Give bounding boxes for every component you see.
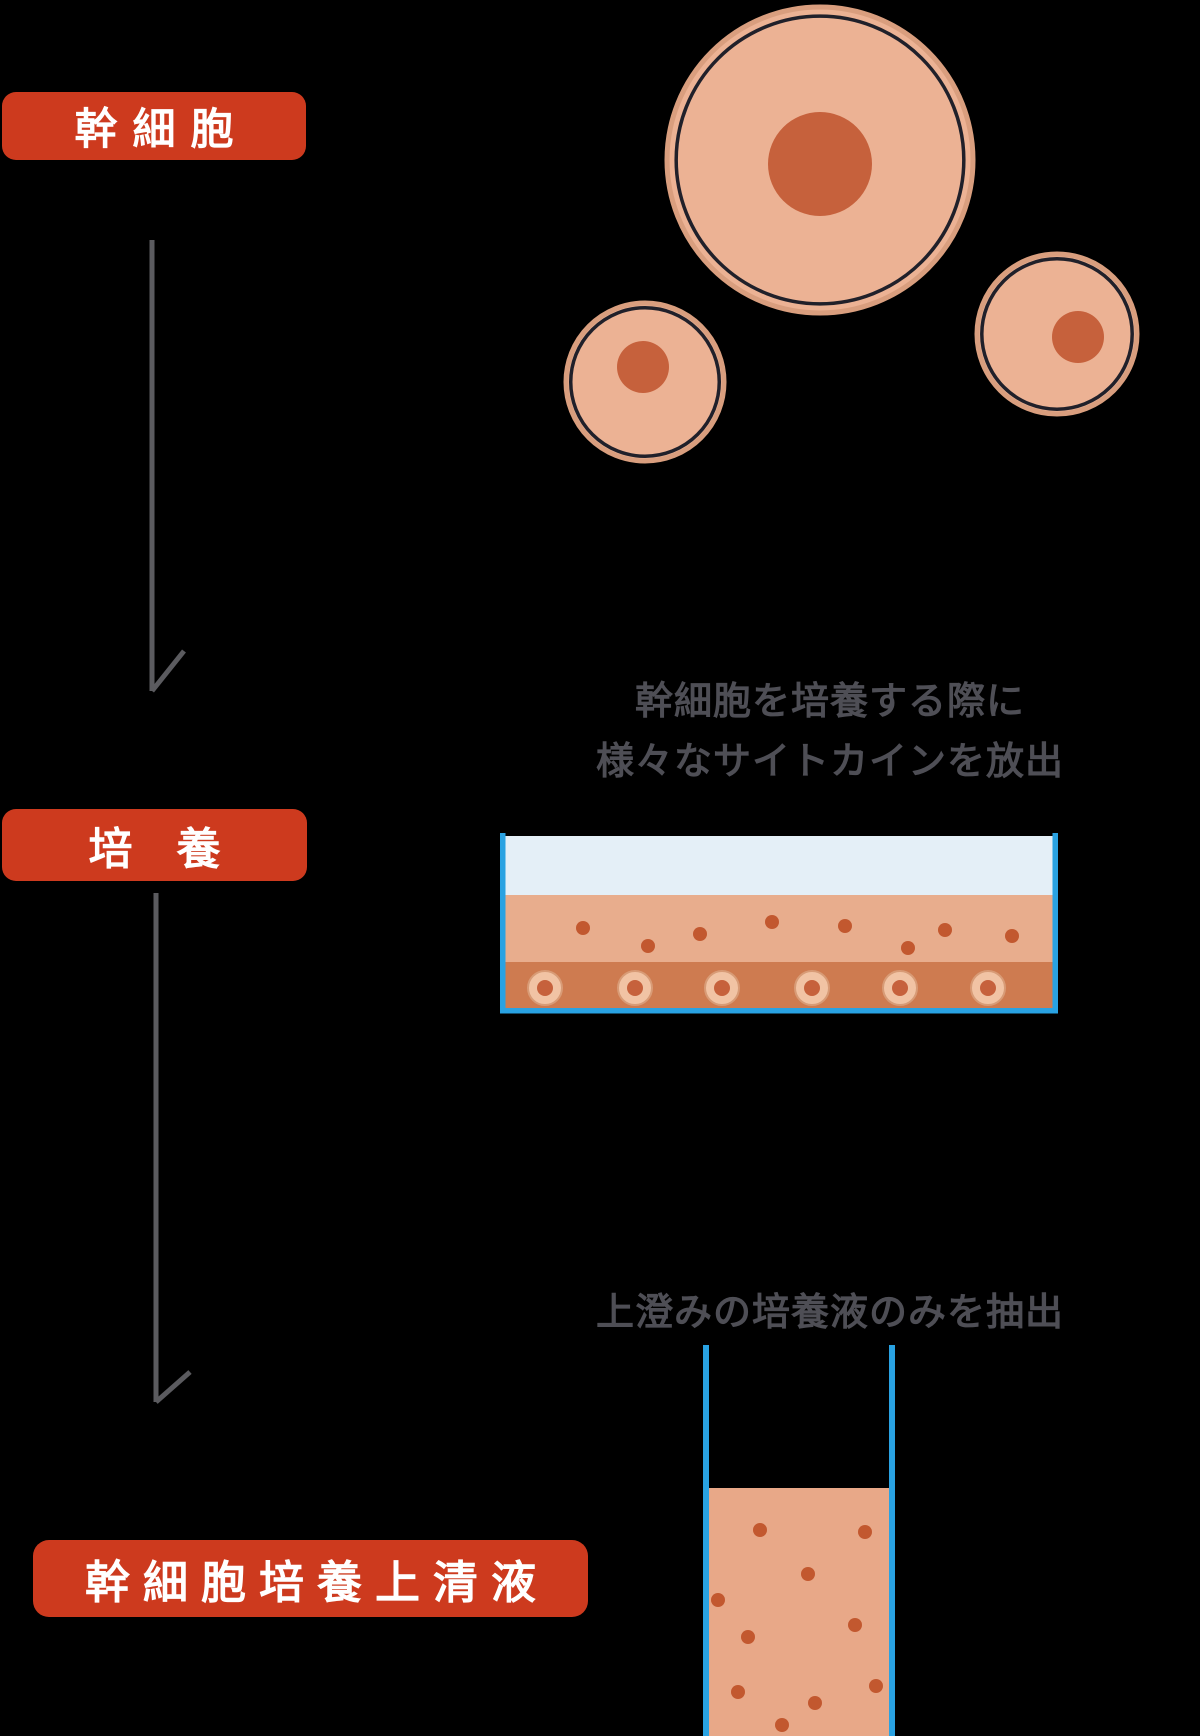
- beaker-cytokine-dots: [711, 1523, 883, 1732]
- dish-medium-layer: [505, 836, 1053, 895]
- beaker-liquid: [708, 1488, 890, 1736]
- culture-label: 培 養: [2, 809, 307, 881]
- stem-cell-label: 幹細胞: [2, 92, 306, 160]
- dish-stem-cells: [527, 970, 1006, 1006]
- dish-bottom-wall: [500, 1008, 1058, 1014]
- dish-upper-cell-layer: [505, 895, 1053, 962]
- cytokine-note-line1: 幹細胞を培養する際に: [634, 681, 1025, 723]
- beaker-right-wall: [889, 1345, 895, 1736]
- dish-cytokine-dots: [576, 915, 1019, 955]
- dish-lower-cell-layer: [505, 962, 1053, 1008]
- flow-arrow-1: [149, 240, 186, 693]
- flow-arrow-2: [153, 893, 192, 1404]
- dish-left-wall: [500, 833, 506, 1013]
- cytokine-note: 幹細胞を培養する際に 様々なサイトカインを放出: [520, 672, 1140, 792]
- extract-note: 上澄みの培養液のみを抽出: [595, 1292, 1064, 1334]
- dish-right-wall: [1052, 833, 1058, 1013]
- culture-dish-illustration: [500, 833, 1058, 1014]
- beaker-left-wall: [703, 1345, 709, 1736]
- beaker-illustration: [703, 1345, 895, 1736]
- stem-cells-illustration: [563, 4, 1140, 464]
- supernatant-label: 幹細胞培養上清液: [33, 1540, 588, 1617]
- cytokine-note-line2: 様々なサイトカインを放出: [595, 741, 1064, 783]
